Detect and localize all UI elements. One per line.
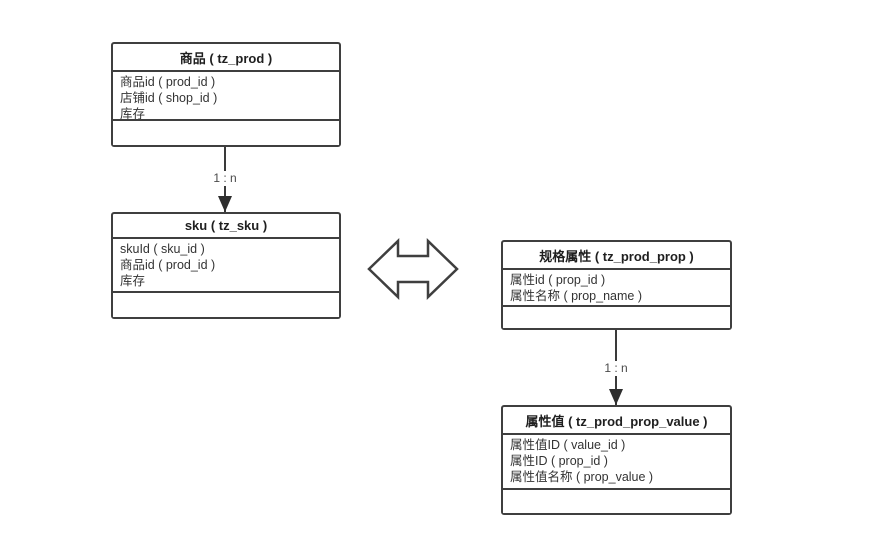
entity-field: 属性ID ( prop_id ) xyxy=(510,454,608,468)
entity-field: 属性名称 ( prop_name ) xyxy=(510,289,642,303)
entity-field: 属性值名称 ( prop_value ) xyxy=(510,470,654,484)
entity-empty-section xyxy=(113,293,339,317)
relation-prop-to-propvalue: 1 : n xyxy=(601,330,631,405)
entity-fields-section: 商品id ( prod_id ) 店铺id ( shop_id ) 库存 xyxy=(113,72,339,121)
entity-field: 商品id ( prod_id ) xyxy=(120,258,216,272)
entity-prod_prop_value: 属性值 ( tz_prod_prop_value )属性值ID ( value_… xyxy=(501,405,732,515)
entity-field: 属性值ID ( value_id ) xyxy=(510,438,626,452)
entity-prod: 商品 ( tz_prod ) 商品id ( prod_id ) 店铺id ( sho… xyxy=(111,42,341,147)
entity-empty-section xyxy=(503,490,730,513)
entity-title: sku ( tz_sku ) xyxy=(113,214,339,239)
entity-field: 商品id ( prod_id ) xyxy=(120,75,216,89)
arrow-down-icon xyxy=(218,196,232,212)
entity-field: 库存 xyxy=(120,274,146,288)
double-horizontal-arrow-icon xyxy=(367,238,459,300)
cardinality-label: 1 : n xyxy=(210,171,240,186)
entity-title: 商品 ( tz_prod ) xyxy=(113,44,339,72)
arrow-down-icon xyxy=(609,389,623,405)
entity-fields-section: 属性值ID ( value_id ) 属性ID ( prop_id ) 属性值名称 … xyxy=(503,435,730,490)
entity-field: 库存 xyxy=(120,107,146,121)
cardinality-label: 1 : n xyxy=(601,361,631,376)
entity-field: 属性id ( prop_id ) xyxy=(510,273,606,287)
entity-fields-section: 属性id ( prop_id ) 属性名称 ( prop_name ) xyxy=(503,270,730,307)
entity-field: skuId ( sku_id ) xyxy=(120,242,205,256)
entity-sku: sku ( tz_sku ) skuId ( sku_id ) 商品id ( pro… xyxy=(111,212,341,319)
entity-empty-section xyxy=(113,121,339,145)
entity-title: 规格属性 ( tz_prod_prop ) xyxy=(503,242,730,270)
relation-prod-to-sku: 1 : n xyxy=(210,147,240,212)
entity-prod_prop: 规格属性 ( tz_prod_prop ) 属性id ( prop_id ) 属性名… xyxy=(501,240,732,330)
entity-empty-section xyxy=(503,307,730,328)
entity-field: 店铺id ( shop_id ) xyxy=(120,91,218,105)
entity-fields-section: skuId ( sku_id ) 商品id ( prod_id ) 库存 xyxy=(113,239,339,293)
entity-title: 属性值 ( tz_prod_prop_value ) xyxy=(503,407,730,435)
